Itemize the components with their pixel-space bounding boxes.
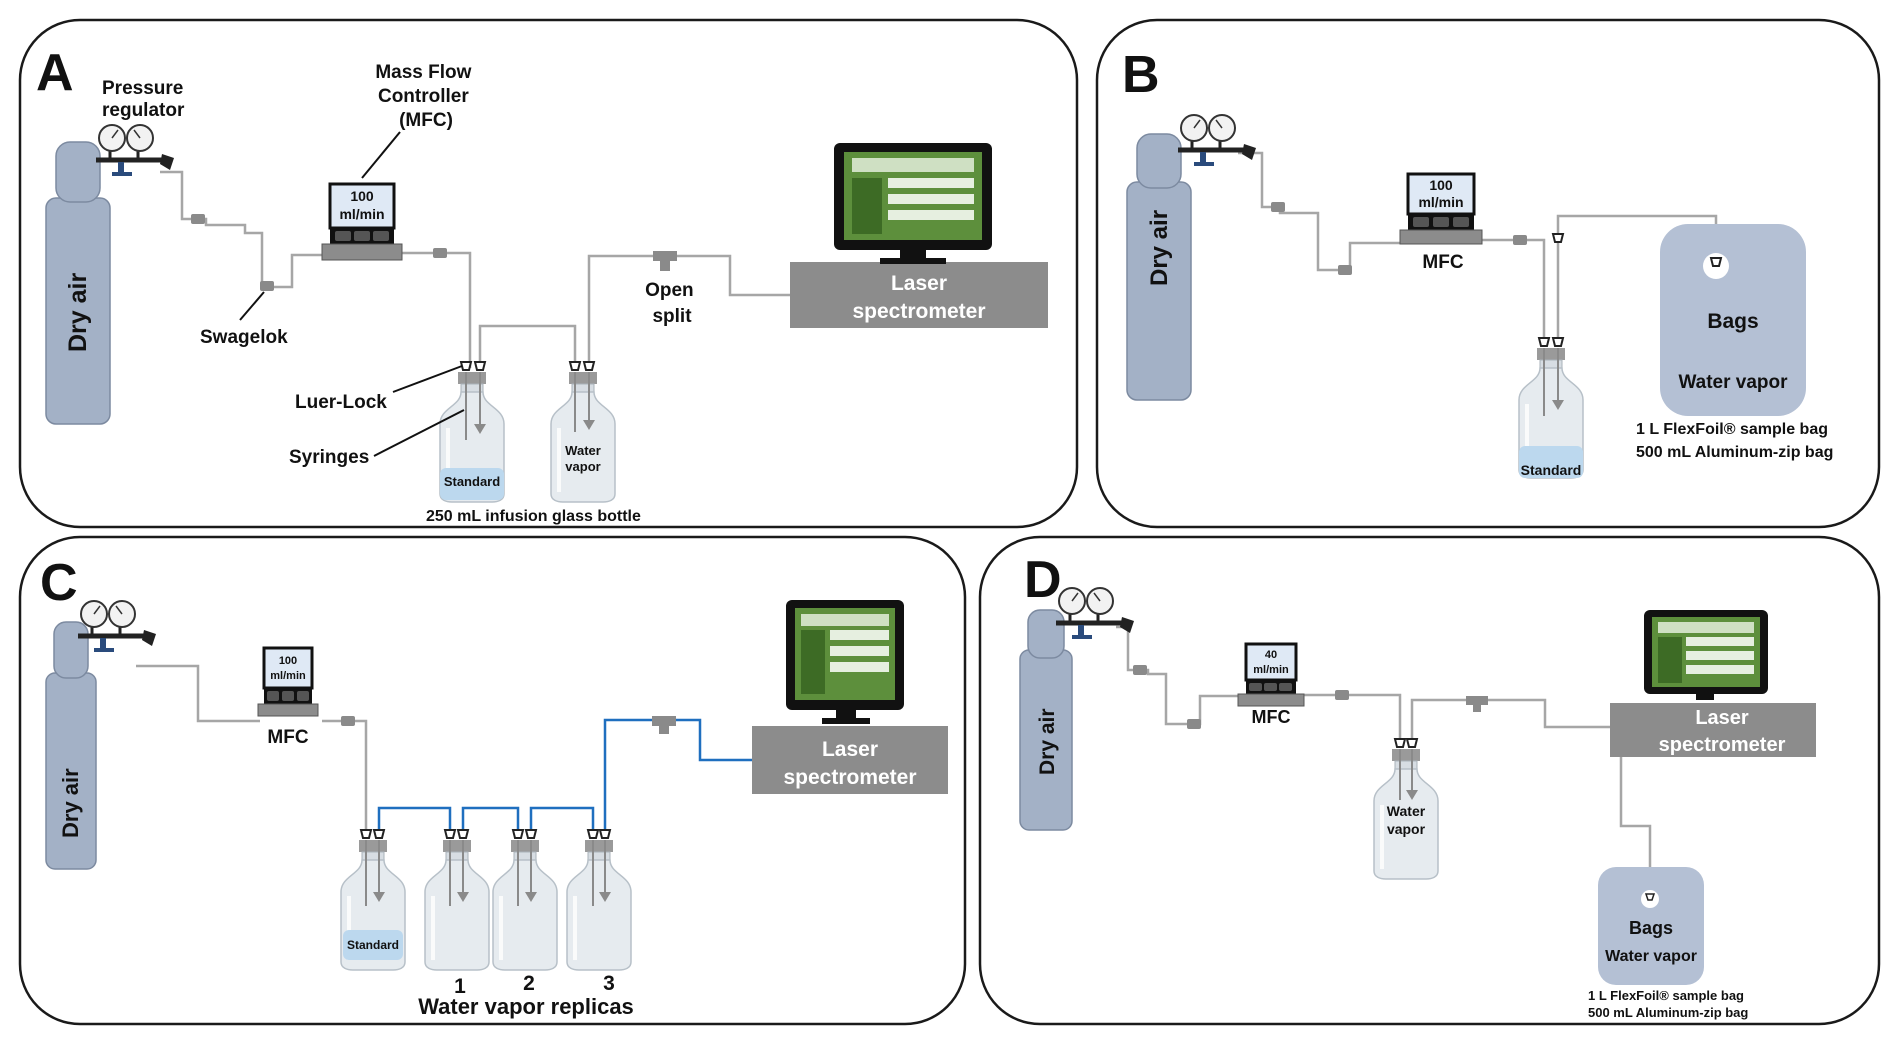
bottle-standard: Standard bbox=[1517, 346, 1585, 480]
sample-bag: Bags Water vapor bbox=[1598, 867, 1704, 985]
mfc-display-value: 40 bbox=[1265, 649, 1277, 661]
replica-number-3: 3 bbox=[603, 972, 615, 995]
panel-a: A Dry air Pressure regulator 100 ml/min bbox=[18, 18, 1079, 529]
swagelok-label: Swagelok bbox=[200, 327, 288, 348]
mfc-label: MFC bbox=[1422, 252, 1463, 273]
open-split-label: Open split bbox=[645, 280, 699, 327]
dry-air-label: Dry air bbox=[58, 768, 83, 838]
dry-air-cylinder: Dry air bbox=[45, 141, 111, 425]
pressure-regulator-icon bbox=[1178, 115, 1256, 166]
laser-label-line-2: spectrometer bbox=[783, 766, 916, 789]
dry-air-label: Dry air bbox=[1146, 210, 1173, 286]
bag-water-vapor-label: Water vapor bbox=[1678, 372, 1788, 393]
standard-label: Standard bbox=[1521, 462, 1582, 478]
water-vapor-label-line-1: Water bbox=[1387, 803, 1426, 819]
replicas-caption: Water vapor replicas bbox=[418, 994, 634, 1019]
panel-d: D Dry air 40 ml/min MFC bbox=[978, 535, 1881, 1026]
bottle-water-vapor: Water vapor bbox=[1372, 747, 1440, 881]
mass-flow-controller: 40 ml/min MFC bbox=[1237, 642, 1305, 727]
dry-air-label: Dry air bbox=[1036, 708, 1059, 775]
panel-letter-a: A bbox=[36, 44, 74, 102]
laser-spectrometer: Laser spectrometer bbox=[752, 726, 948, 794]
replica-number-2: 2 bbox=[523, 972, 535, 995]
pressure-regulator-label: Pressure regulator bbox=[102, 78, 189, 121]
pressure-regulator-icon bbox=[78, 601, 156, 652]
laser-spectrometer: Laser spectrometer bbox=[790, 262, 1048, 328]
mfc-label: MFC bbox=[267, 727, 308, 748]
mass-flow-controller: 100 ml/min MFC bbox=[1399, 172, 1483, 273]
syringes-label: Syringes bbox=[289, 447, 369, 468]
open-split-tee bbox=[652, 716, 676, 734]
dry-air-label: Dry air bbox=[64, 273, 92, 352]
bag-water-vapor-label: Water vapor bbox=[1605, 948, 1697, 965]
laser-label-line-2: spectrometer bbox=[852, 300, 985, 323]
monitor-icon bbox=[1644, 610, 1768, 700]
dry-air-cylinder: Dry air bbox=[1019, 609, 1073, 831]
mfc-display-unit: ml/min bbox=[1418, 194, 1463, 210]
bag-note-flexfoil: 1 L FlexFoil® sample bag bbox=[1588, 988, 1744, 1003]
bags-label: Bags bbox=[1707, 310, 1758, 333]
bottle-replica-1 bbox=[423, 838, 491, 972]
mfc-display-value: 100 bbox=[279, 655, 297, 667]
mfc-display-unit: ml/min bbox=[270, 670, 306, 682]
replica-number-1: 1 bbox=[454, 975, 466, 998]
mfc-label: Mass Flow Controller (MFC) bbox=[375, 62, 476, 131]
dry-air-cylinder: Dry air bbox=[45, 621, 97, 870]
bottle-caption: 250 mL infusion glass bottle bbox=[426, 508, 641, 525]
inline-fitting bbox=[433, 248, 447, 258]
standard-label: Standard bbox=[444, 474, 500, 489]
mass-flow-controller: 100 ml/min MFC bbox=[257, 646, 319, 748]
mass-flow-controller: 100 ml/min bbox=[321, 182, 403, 261]
laser-label-line-2: spectrometer bbox=[1659, 734, 1786, 756]
inline-fitting bbox=[191, 214, 205, 224]
sample-bag: Bags Water vapor bbox=[1660, 224, 1806, 416]
panel-c: C Dry air 100 ml/min MFC bbox=[18, 535, 967, 1026]
panel-letter-d: D bbox=[1024, 551, 1062, 609]
luer-lock-label: Luer-Lock bbox=[295, 392, 387, 413]
laser-label-line-1: Laser bbox=[891, 272, 947, 295]
bag-note-flexfoil: 1 L FlexFoil® sample bag bbox=[1636, 421, 1828, 438]
open-split-tee bbox=[653, 251, 677, 271]
water-vapor-label-line-2: vapor bbox=[565, 459, 600, 474]
mfc-display-value: 100 bbox=[1429, 177, 1453, 193]
panel-letter-b: B bbox=[1122, 46, 1160, 104]
bottle-standard: Standard bbox=[339, 838, 407, 972]
laser-spectrometer: Laser spectrometer bbox=[1610, 703, 1816, 757]
mfc-display-value: 100 bbox=[350, 188, 374, 204]
dry-air-cylinder: Dry air bbox=[1126, 133, 1192, 401]
bottle-standard: Standard bbox=[438, 370, 506, 504]
water-vapor-label-line-2: vapor bbox=[1387, 821, 1426, 837]
swagelok-fitting bbox=[260, 281, 274, 291]
laser-label-line-1: Laser bbox=[1695, 707, 1749, 729]
bottle-replica-2 bbox=[491, 838, 559, 972]
bottle-replica-3 bbox=[565, 838, 633, 972]
mfc-display-unit: ml/min bbox=[339, 206, 384, 222]
open-split-tee bbox=[1466, 696, 1488, 712]
bags-label: Bags bbox=[1629, 918, 1673, 938]
monitor-icon bbox=[834, 143, 992, 264]
bag-note-aluminum: 500 mL Aluminum-zip bag bbox=[1636, 444, 1833, 461]
pressure-regulator-icon bbox=[96, 125, 174, 176]
panel-letter-c: C bbox=[40, 554, 78, 612]
standard-label: Standard bbox=[347, 938, 399, 952]
monitor-icon bbox=[786, 600, 904, 724]
bag-note-aluminum: 500 mL Aluminum-zip bag bbox=[1588, 1005, 1748, 1020]
bottle-water-vapor: Water vapor bbox=[549, 370, 617, 504]
laser-label-line-1: Laser bbox=[822, 738, 878, 761]
water-vapor-label-line-1: Water bbox=[565, 443, 601, 458]
pressure-regulator-icon bbox=[1056, 588, 1134, 639]
mfc-display-unit: ml/min bbox=[1253, 664, 1289, 676]
panel-b: B Dry air 100 ml/min MFC S bbox=[1095, 18, 1881, 529]
mfc-label: MFC bbox=[1252, 707, 1291, 727]
